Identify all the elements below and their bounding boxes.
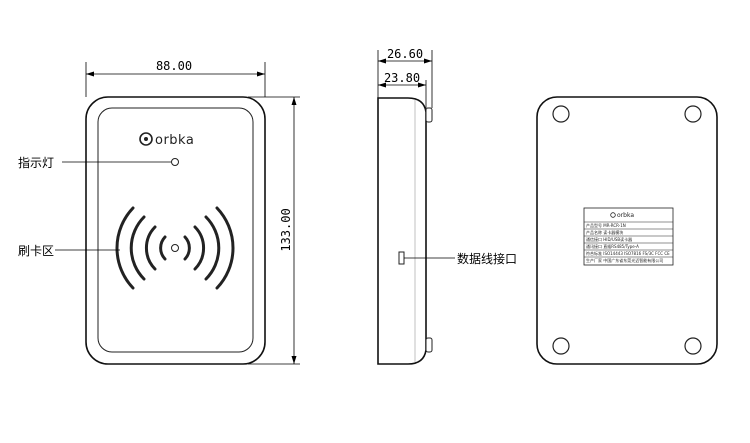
width-dimension-label: 88.00 — [156, 59, 192, 73]
nameplate-row: 符合标准 ISO14443 ISO7816 FS/3C FCC CE — [586, 250, 670, 256]
depth-total-dimension: 26.60 — [377, 47, 433, 108]
indicator-label: 指示灯 — [18, 155, 54, 170]
data-port-label: 数据线接口 — [457, 251, 517, 266]
brand-logo: orbka — [139, 132, 194, 148]
side-view: 26.60 23.80 数据线接口 — [377, 47, 517, 365]
height-dimension: 133.00 — [248, 96, 300, 365]
depth-body-dimension: 23.80 — [378, 71, 427, 108]
nameplate-row: 通讯接口 直插RS485/Type-A — [586, 243, 639, 249]
nameplate-row: 产品型号 MR-RCR-1N — [586, 222, 626, 228]
card-area-label: 刷卡区 — [18, 244, 54, 258]
nameplate-row: 生产厂家 中国广东省东莞光迈智能有限公司 — [586, 257, 663, 263]
side-housing — [377, 97, 427, 365]
width-dimension: 88.00 — [85, 59, 266, 97]
rubber-feet — [552, 105, 702, 355]
indicator-light — [171, 158, 179, 166]
nameplate-brand: orbka — [617, 212, 634, 219]
depth-body-label: 23.80 — [384, 71, 420, 85]
side-foot-top — [425, 107, 433, 123]
side-foot-bottom — [425, 337, 433, 353]
nameplate-row: 产品名称 读卡器模块 — [586, 229, 623, 235]
height-dimension-label: 133.00 — [279, 208, 293, 251]
data-port — [398, 251, 405, 265]
front-panel — [97, 107, 254, 353]
card-area-symbol — [115, 206, 235, 290]
nameplate-row: 通信接口 HID/USB读卡器 — [586, 236, 632, 242]
brand-logo-text: orbka — [155, 133, 194, 148]
front-view: 88.00 133.00 orbka 指示灯 — [18, 59, 300, 365]
depth-total-label: 26.60 — [387, 47, 423, 61]
